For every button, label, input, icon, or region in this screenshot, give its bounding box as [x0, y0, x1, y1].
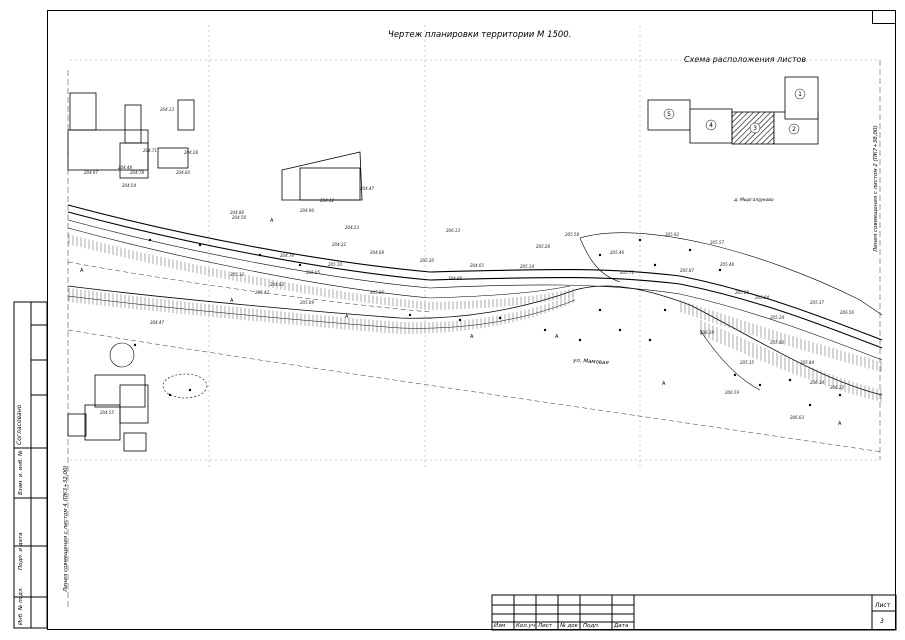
elevation-label: 205.28: [536, 244, 550, 249]
elevation-label: 205.05: [306, 270, 320, 275]
elevation-label: 205.84: [800, 360, 814, 365]
building: [299, 167, 361, 201]
elevation-label: 204.68: [370, 250, 384, 255]
building: [84, 404, 121, 441]
elevation-label: 205.09: [300, 300, 314, 305]
area-label: д. Мыргал@ково: [734, 198, 774, 203]
elevation-label: 204.42: [320, 198, 334, 203]
tb-col-date: Дата: [614, 623, 629, 629]
scheme-title: Схема расположения листов: [684, 55, 807, 64]
embankment-hatch: [68, 234, 882, 402]
elevation-label: 204.47: [360, 186, 374, 191]
scheme-sheet-5: [647, 99, 691, 131]
elevation-label: 205.14: [520, 264, 534, 269]
survey-marks: A A A A A A A A: [80, 218, 842, 427]
tb-sheet-number: 3: [880, 618, 884, 625]
svg-text:A: A: [662, 381, 666, 387]
svg-text:A: A: [345, 314, 349, 320]
elevation-label: 206.13: [446, 228, 460, 233]
elevation-label: 206.56: [840, 310, 854, 315]
building: [281, 151, 363, 201]
svg-text:A: A: [838, 421, 842, 427]
tb-sheet-label: Лист: [875, 602, 891, 609]
elevation-label: 206.14: [810, 380, 824, 385]
planned-area: [109, 232, 883, 399]
elevation-label: 205.58: [565, 232, 579, 237]
elevation-label: 204.90: [300, 208, 314, 213]
scheme-sheet-1: [784, 76, 819, 120]
scheme-sheet-4: [689, 108, 733, 144]
tree-points: [133, 238, 842, 407]
elevation-label: 205.24: [770, 315, 784, 320]
elevation-label: 206.59: [725, 390, 739, 395]
elevation-label: 205.37: [810, 300, 824, 305]
elevation-label: 204.82: [270, 282, 284, 287]
elevation-label: 205.04: [755, 295, 769, 300]
building: [119, 384, 149, 424]
elevation-label: 204.47: [150, 320, 164, 325]
scheme-num-4: 4: [709, 122, 713, 129]
tb-col-sign: Подп.: [583, 623, 600, 629]
drawing-title: Чертеж планировки территории М 1500.: [388, 30, 572, 40]
elevation-label: 205.71: [620, 270, 634, 275]
elevation-label: 204.71: [143, 148, 157, 153]
svg-text:A: A: [230, 298, 234, 304]
elevation-label: 204.22: [332, 242, 346, 247]
scheme-num-5: 5: [667, 111, 671, 118]
elevation-label: 205.48: [720, 262, 734, 267]
tb-col-doc: № док: [560, 623, 578, 629]
elevation-label: 206.39: [700, 330, 714, 335]
scheme-num-2: 2: [792, 126, 796, 133]
tb-col-count: Кол.уч: [516, 623, 536, 629]
elevation-label: 204.97: [84, 170, 98, 175]
elevation-label: 204.85: [448, 276, 462, 281]
scheme-num-1: 1: [798, 91, 802, 98]
elevation-label: 204.48: [118, 165, 132, 170]
tb-col-sheet: Лист: [538, 623, 552, 629]
elevation-label: 205.06: [735, 290, 749, 295]
elevation-label: 204.60: [176, 170, 190, 175]
svg-text:A: A: [470, 334, 474, 340]
elevation-label: 204.76: [280, 253, 294, 258]
building: [119, 142, 149, 179]
elevation-label: 205.60: [770, 340, 784, 345]
elevation-label: 206.22: [830, 385, 844, 390]
elevation-label: 205.35: [740, 360, 754, 365]
corner-box: [872, 10, 896, 24]
elevation-label: 205.46: [610, 250, 624, 255]
elevation-label: 204.28: [184, 150, 198, 155]
elevation-label: 204.13: [160, 107, 174, 112]
scheme-sheet-numbers: 5 4 3 2 1: [663, 88, 806, 135]
elevation-label: 205.47: [255, 290, 269, 295]
svg-text:A: A: [555, 334, 559, 340]
svg-text:A: A: [270, 218, 274, 224]
elevation-label: 204.23: [345, 225, 359, 230]
elevation-label: 204.56: [232, 215, 246, 220]
elevation-label: 204.78: [130, 170, 144, 175]
elevation-label: 205.20: [420, 258, 434, 263]
buildings: [67, 92, 363, 452]
building: [157, 147, 189, 169]
elevation-label: 205.10: [328, 262, 342, 267]
elevation-label: 204.54: [122, 183, 136, 188]
scheme-num-3: 3: [753, 125, 757, 132]
svg-text:A: A: [80, 268, 84, 274]
elevation-label: 204.86: [230, 210, 244, 215]
elevation-label: 205.92: [665, 232, 679, 237]
elevation-label: 204.65: [470, 263, 484, 268]
guide-lines: [70, 25, 880, 470]
elevation-label: 205.05: [370, 290, 384, 295]
elevation-label: 204.55: [100, 410, 114, 415]
elevation-label: 206.03: [790, 415, 804, 420]
sheet-layout-scheme: [647, 76, 819, 145]
elevation-label: 205.57: [710, 240, 724, 245]
building: [123, 432, 147, 452]
tb-col-change: Изм: [494, 623, 506, 629]
elevation-label: 205.12: [230, 272, 244, 277]
elevation-label: 205.87: [680, 268, 694, 273]
building: [177, 99, 195, 131]
